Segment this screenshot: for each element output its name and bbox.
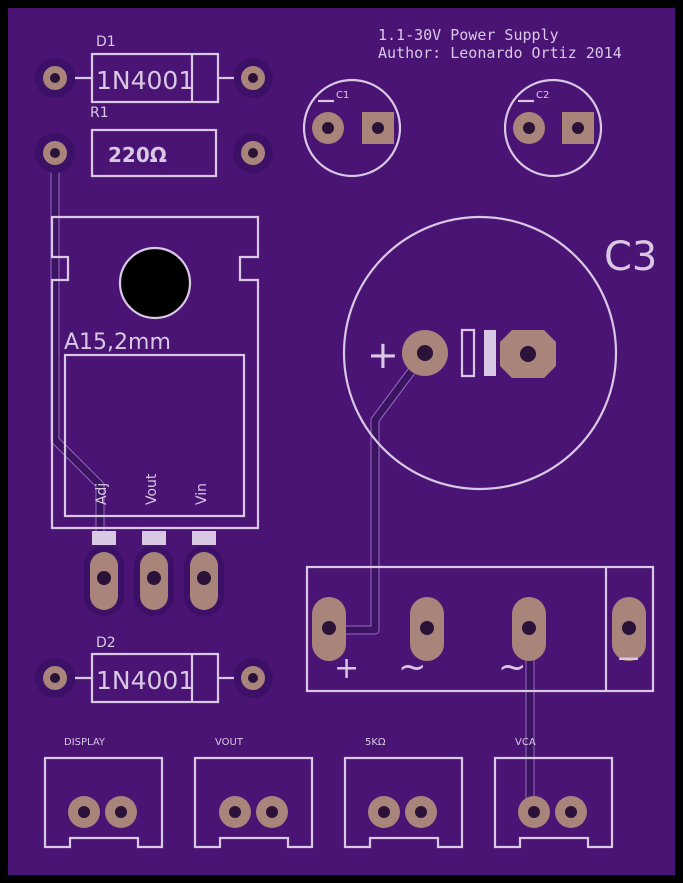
diode-d1: D1 1N4001: [35, 34, 273, 104]
r1-value: 220Ω: [108, 143, 167, 167]
capacitor-c3: C3 +: [342, 215, 657, 491]
voltage-regulator: A15,2mm Adj Vout Vin: [50, 215, 260, 616]
resistor-r1: R1 220Ω: [35, 105, 273, 178]
bridge-mark-ac2: ~: [498, 647, 527, 687]
connector-vca: VCA: [493, 737, 614, 849]
connector-label-5k: 5KΩ: [365, 737, 386, 748]
bridge-mark-ac1: ~: [398, 647, 427, 687]
capacitor-c1: C1: [302, 78, 402, 178]
d2-ref: D2: [96, 635, 116, 651]
pin-label-vin: Vin: [194, 483, 210, 505]
d1-ref: D1: [96, 34, 116, 50]
connector-5k: 5KΩ: [343, 737, 464, 849]
bridge-mark-plus: +: [334, 651, 359, 686]
connector-display: DISPLAY: [43, 737, 164, 849]
c2-ref: C2: [536, 90, 549, 101]
bridge-rectifier: + ~ ~ −: [305, 565, 655, 693]
c3-plus: +: [367, 333, 399, 377]
r1-ref: R1: [90, 105, 109, 121]
pin-label-vout: Vout: [144, 473, 160, 505]
connector-label-vout: VOUT: [215, 737, 244, 748]
connector-label-display: DISPLAY: [64, 737, 106, 748]
board-title: 1.1-30V Power Supply: [378, 26, 559, 44]
capacitor-c2: C2: [503, 78, 603, 178]
connector-vout: VOUT: [193, 737, 314, 849]
c3-ref: C3: [604, 234, 657, 280]
c1-ref: C1: [336, 90, 349, 101]
diode-d2: D2 1N4001: [35, 635, 273, 704]
board-substrate: [8, 8, 675, 875]
board-author: Author: Leonardo Ortiz 2014: [378, 44, 622, 62]
pin-label-adj: Adj: [94, 483, 110, 505]
regulator-package: A15,2mm: [64, 330, 171, 355]
d1-value: 1N4001: [96, 66, 194, 95]
d2-value: 1N4001: [96, 666, 194, 695]
bridge-mark-minus: −: [616, 641, 641, 676]
connector-label-vca: VCA: [515, 737, 536, 748]
